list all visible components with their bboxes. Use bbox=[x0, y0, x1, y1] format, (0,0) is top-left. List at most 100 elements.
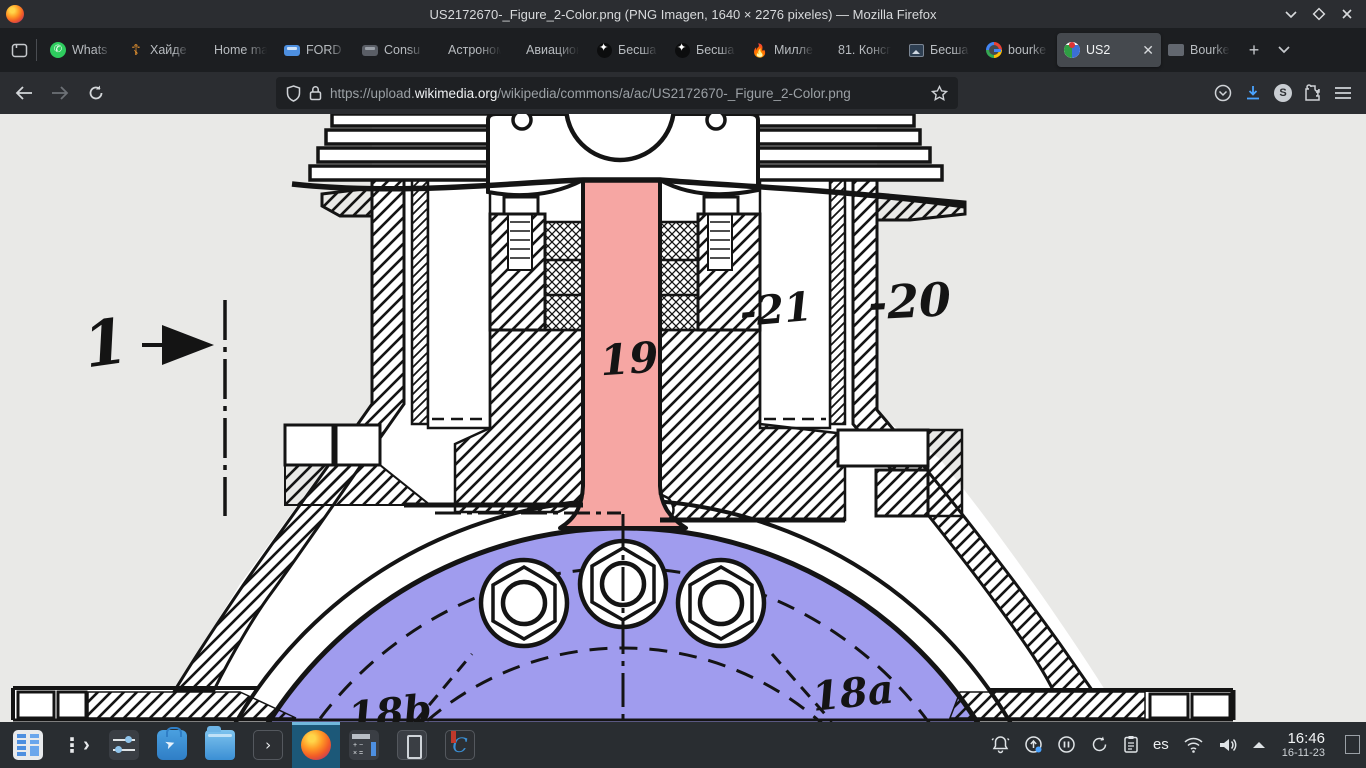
menu-hamburger-icon[interactable] bbox=[1334, 86, 1352, 100]
account-icon[interactable]: S bbox=[1274, 84, 1292, 102]
tab-astronom[interactable]: Астроном bbox=[433, 33, 511, 67]
cylinder-liner-left bbox=[412, 178, 428, 424]
tray-expand-caret-icon[interactable] bbox=[1252, 740, 1266, 749]
bookmark-star-icon[interactable] bbox=[931, 85, 948, 101]
media-pause-icon[interactable] bbox=[1057, 735, 1076, 754]
tab-bourke-2[interactable]: Bourke bbox=[1161, 33, 1239, 67]
notifications-bell-icon[interactable] bbox=[991, 735, 1010, 754]
tab-ford[interactable]: FORD bbox=[277, 33, 355, 67]
wikimedia-icon bbox=[1064, 42, 1080, 58]
housing-bolt-hole-left bbox=[513, 114, 531, 129]
patent-figure-image: 1 19 -21 -20 18a 18b bbox=[0, 114, 1366, 722]
phone-icon bbox=[397, 730, 427, 760]
taskbar: › C es 16:46 16-11-23 bbox=[0, 722, 1366, 768]
volume-icon[interactable] bbox=[1218, 736, 1238, 754]
activities-icon bbox=[61, 730, 91, 760]
terminal-icon: › bbox=[253, 730, 283, 760]
konsole-button[interactable]: › bbox=[244, 722, 292, 768]
cylinder-liner-right bbox=[830, 178, 845, 424]
tab-whatsapp[interactable]: ✆Whats bbox=[43, 33, 121, 67]
forward-button[interactable] bbox=[44, 78, 76, 108]
clock-time: 16:46 bbox=[1282, 730, 1325, 747]
tab-khayde[interactable]: ☦Хайде bbox=[121, 33, 199, 67]
tab-consu[interactable]: Consu bbox=[355, 33, 433, 67]
pocket-icon[interactable] bbox=[1214, 84, 1232, 102]
show-desktop-button[interactable] bbox=[1345, 735, 1360, 754]
tab-konsp[interactable]: 81. Консп bbox=[823, 33, 901, 67]
updates-icon[interactable] bbox=[1024, 735, 1043, 754]
activities-button[interactable] bbox=[52, 722, 100, 768]
label-18a: 18a bbox=[810, 666, 896, 721]
label-19: 19 bbox=[598, 332, 660, 385]
maximize-button[interactable] bbox=[1312, 7, 1326, 21]
blank-favicon bbox=[440, 42, 442, 58]
cooling-fins-top-right bbox=[748, 114, 942, 180]
discover-button[interactable] bbox=[148, 722, 196, 768]
cooling-fin-left bbox=[322, 188, 372, 216]
clock[interactable]: 16:46 16-11-23 bbox=[1282, 730, 1325, 760]
tab-separator bbox=[36, 39, 37, 61]
label-20: -20 bbox=[867, 272, 953, 330]
blank-favicon bbox=[206, 42, 208, 58]
phone-button[interactable] bbox=[388, 722, 436, 768]
base-flange-right bbox=[950, 690, 1233, 720]
tab-us2172670-active[interactable]: US2 ✕ bbox=[1057, 33, 1161, 67]
new-tab-button[interactable]: + bbox=[1239, 35, 1269, 65]
firefox-button-active[interactable] bbox=[292, 722, 340, 768]
extensions-puzzle-icon[interactable] bbox=[1304, 84, 1322, 102]
tab-bessha-3[interactable]: Бесша bbox=[901, 33, 979, 67]
orthodox-cross-icon: ☦ bbox=[128, 42, 144, 58]
image-viewport[interactable]: 1 19 -21 -20 18a 18b bbox=[0, 114, 1366, 722]
window-titlebar: US2172670-_Figure_2-Color.png (PNG Image… bbox=[0, 0, 1366, 28]
firefox-view-button[interactable] bbox=[4, 35, 34, 65]
downloads-icon[interactable] bbox=[1244, 84, 1262, 102]
dolphin-button[interactable] bbox=[196, 722, 244, 768]
car-blue-icon bbox=[284, 42, 300, 58]
calibre-button[interactable]: C bbox=[436, 722, 484, 768]
tab-mille[interactable]: 🔥Милле bbox=[745, 33, 823, 67]
folder-icon bbox=[205, 730, 235, 760]
star-diamond-icon bbox=[674, 42, 690, 58]
lock-icon[interactable] bbox=[309, 85, 322, 101]
window-title: US2172670-_Figure_2-Color.png (PNG Image… bbox=[0, 7, 1366, 22]
tab-bessha-1[interactable]: Бесша bbox=[589, 33, 667, 67]
firefox-icon bbox=[301, 730, 331, 760]
label-21: -21 bbox=[738, 283, 814, 336]
url-text[interactable]: https://upload.wikimedia.org/wikipedia/c… bbox=[330, 86, 923, 101]
cooling-fins-top-left bbox=[310, 114, 502, 180]
tab-home[interactable]: Home ma bbox=[199, 33, 277, 67]
minimize-button[interactable] bbox=[1284, 7, 1298, 21]
tab-list-dropdown-button[interactable] bbox=[1269, 35, 1299, 65]
firefox-logo-icon bbox=[6, 5, 24, 23]
tab-bessha-2[interactable]: Бесша bbox=[667, 33, 745, 67]
car-dark-icon bbox=[362, 42, 378, 58]
google-icon bbox=[986, 42, 1002, 58]
close-button[interactable] bbox=[1340, 7, 1354, 21]
keyboard-layout-indicator[interactable]: es bbox=[1153, 736, 1169, 753]
app-launcher-icon bbox=[13, 730, 43, 760]
photo-icon bbox=[908, 42, 924, 58]
clipboard-icon[interactable] bbox=[1123, 735, 1139, 754]
sync-icon[interactable] bbox=[1090, 735, 1109, 754]
blank-favicon bbox=[518, 42, 520, 58]
clock-date: 16-11-23 bbox=[1282, 747, 1325, 760]
calibre-icon: C bbox=[445, 730, 475, 760]
star-diamond-icon bbox=[596, 42, 612, 58]
kcalc-button[interactable] bbox=[340, 722, 388, 768]
housing-bolt-hole-right bbox=[707, 114, 725, 129]
wifi-icon[interactable] bbox=[1183, 736, 1204, 753]
fire-icon: 🔥 bbox=[752, 42, 768, 58]
back-button[interactable] bbox=[8, 78, 40, 108]
tab-bourke-google[interactable]: bourke bbox=[979, 33, 1057, 67]
system-settings-button[interactable] bbox=[100, 722, 148, 768]
reload-button[interactable] bbox=[80, 78, 112, 108]
blank-favicon bbox=[830, 42, 832, 58]
app-launcher-button[interactable] bbox=[4, 722, 52, 768]
tab-strip: ✆Whats ☦Хайде Home ma FORD Consu Астроно… bbox=[0, 28, 1366, 72]
navigation-toolbar: https://upload.wikimedia.org/wikipedia/c… bbox=[0, 72, 1366, 114]
url-bar[interactable]: https://upload.wikimedia.org/wikipedia/c… bbox=[276, 77, 958, 109]
tab-aviacion[interactable]: Авиацион bbox=[511, 33, 589, 67]
calculator-icon bbox=[349, 730, 379, 760]
tab-close-icon[interactable]: ✕ bbox=[1142, 43, 1154, 57]
tracking-shield-icon[interactable] bbox=[286, 85, 301, 102]
